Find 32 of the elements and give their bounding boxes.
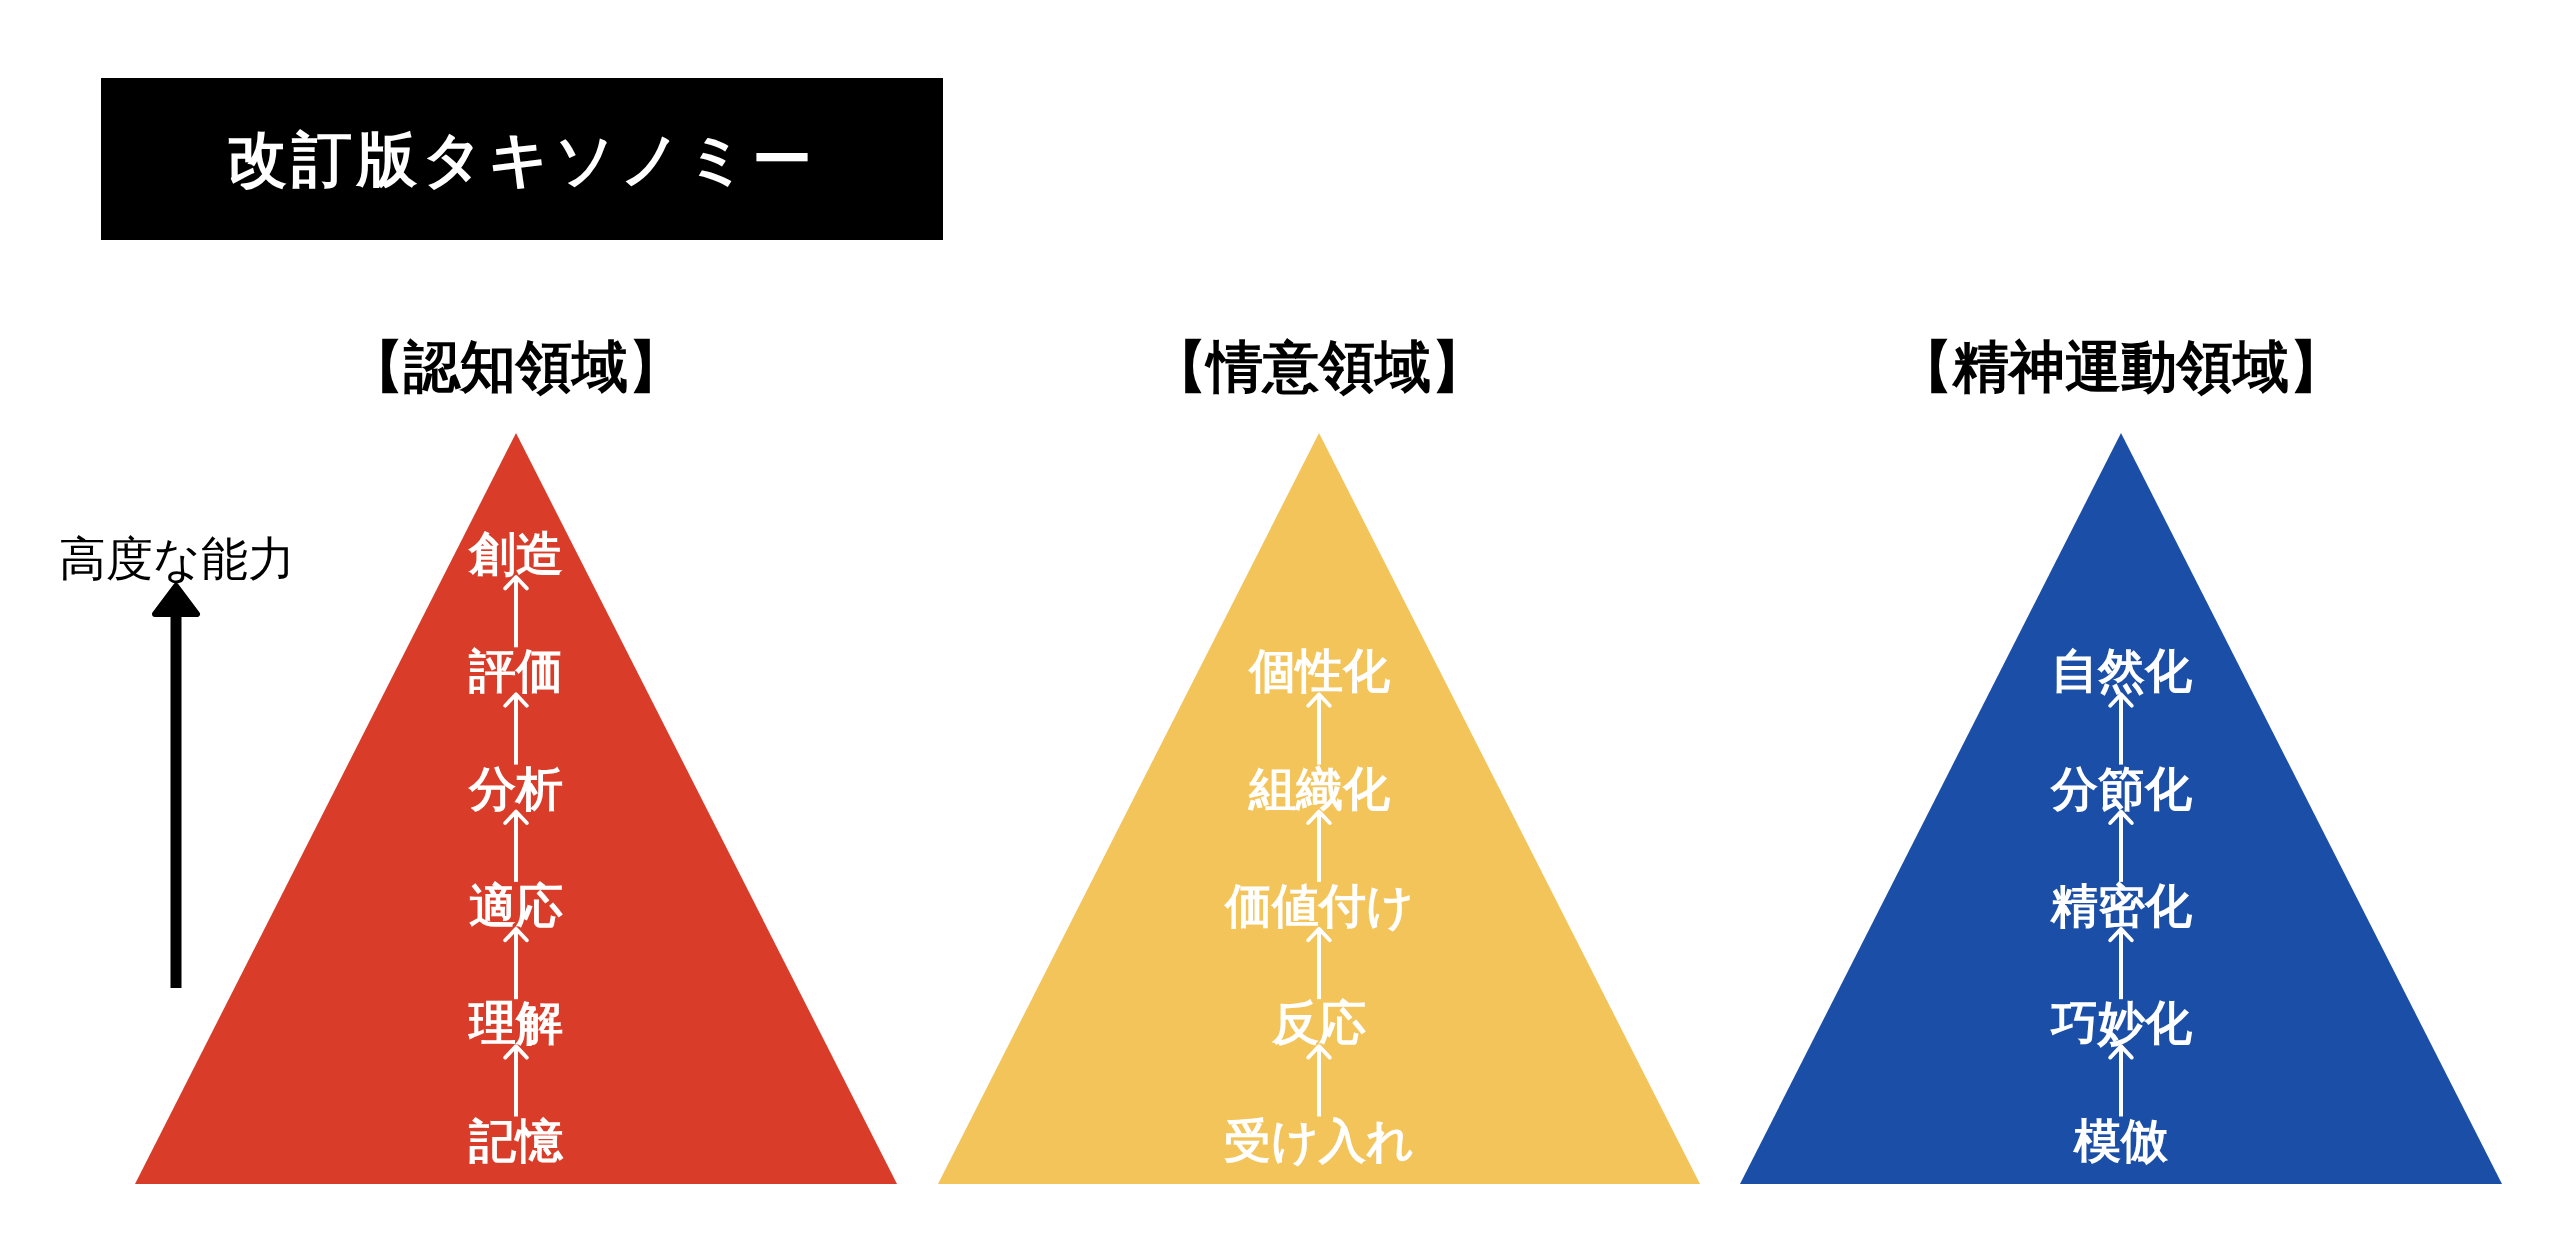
arrow — [2108, 926, 2134, 1000]
level-label: 個性化 — [1248, 647, 1390, 695]
domain-heading: 【認知領域】 — [348, 339, 684, 395]
level-label: 創造 — [469, 530, 563, 577]
direction-label: 高度な能力 — [59, 535, 295, 582]
level-label: 反応 — [1272, 999, 1366, 1047]
level-label: 精密化 — [2050, 881, 2192, 929]
arrow — [503, 575, 529, 648]
arrow — [503, 1044, 529, 1117]
arrow — [503, 809, 529, 882]
arrow — [1306, 809, 1332, 882]
domain-heading: 【情意領域】 — [1151, 339, 1487, 395]
arrow — [2108, 692, 2134, 765]
level-label: 模倣 — [2074, 1116, 2168, 1164]
arrow — [503, 692, 529, 765]
domain-heading: 【精神運動領域】 — [1897, 339, 2345, 395]
level-label: 適応 — [469, 881, 563, 929]
level-label: 巧妙化 — [2050, 999, 2192, 1047]
arrow — [1306, 926, 1332, 1000]
level-label: 分節化 — [2050, 764, 2192, 812]
level-label: 記憶 — [469, 1116, 563, 1164]
level-label: 分析 — [469, 764, 563, 812]
level-label: 評価 — [469, 647, 563, 695]
level-label: 組織化 — [1248, 764, 1390, 812]
level-label: 理解 — [469, 999, 563, 1047]
level-label: 自然化 — [2050, 647, 2192, 695]
arrow — [503, 926, 529, 1000]
arrow — [1306, 692, 1332, 765]
title-banner: 改訂版タキソノミー — [101, 78, 943, 240]
arrow — [2108, 809, 2134, 882]
arrow — [1306, 1044, 1332, 1117]
arrow — [2108, 1044, 2134, 1117]
